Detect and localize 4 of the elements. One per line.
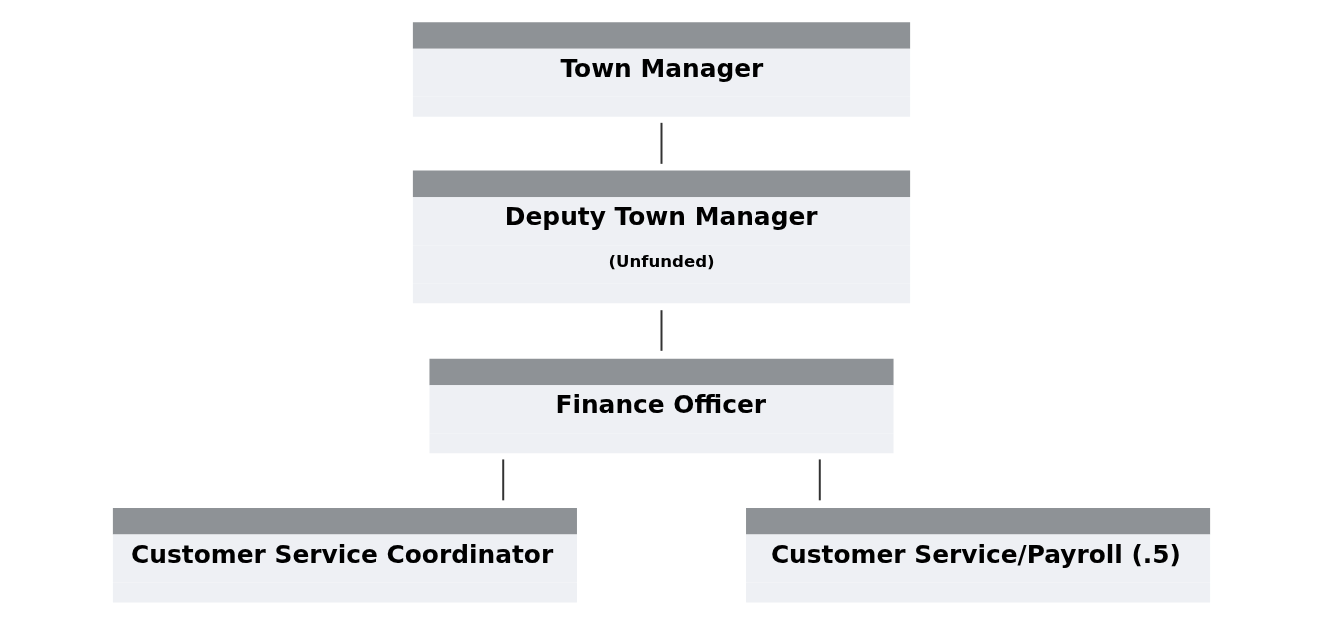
connector: [660, 309, 662, 352]
connector: [660, 121, 662, 165]
connector: [818, 458, 821, 502]
connector: [501, 458, 504, 502]
